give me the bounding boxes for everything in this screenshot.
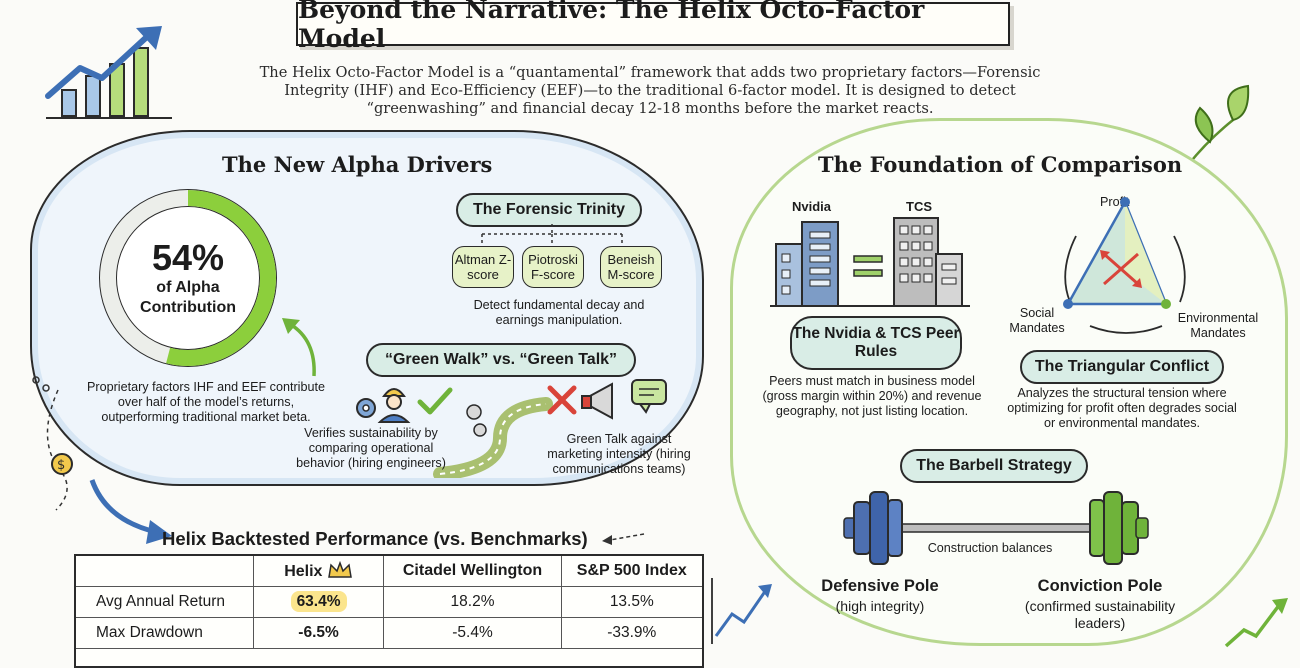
row-label: Avg Annual Return bbox=[76, 586, 254, 618]
triangular-conflict-pill: The Triangular Conflict bbox=[1020, 350, 1224, 384]
barbell-center-label: Construction balances bbox=[927, 541, 1053, 555]
performance-table: Helix Citadel Wellington S&P 500 Index A… bbox=[74, 554, 704, 668]
row-label: Max Drawdown bbox=[76, 617, 254, 649]
conviction-pole-label: Conviction Pole bbox=[1037, 577, 1163, 595]
header-cell-citadel: Citadel Wellington bbox=[383, 556, 562, 587]
alpha-donut-chart bbox=[99, 189, 277, 367]
sp500-cell: -33.9% bbox=[560, 617, 702, 649]
gear-icon bbox=[466, 404, 487, 437]
triangular-conflict-diagram bbox=[1063, 197, 1186, 334]
beneish-score: Beneish M-score bbox=[600, 246, 662, 288]
green-walk-pill: “Green Walk” vs. “Green Talk” bbox=[366, 343, 636, 377]
donut-arc bbox=[166, 190, 276, 366]
header-cell-sp500: S&P 500 Index bbox=[560, 556, 702, 587]
table-header-row: Helix Citadel Wellington S&P 500 Index bbox=[76, 556, 702, 587]
donut-label: of Alpha Contribution bbox=[140, 279, 236, 316]
forensic-trinity-pill: The Forensic Trinity bbox=[456, 193, 642, 227]
triangular-conflict-description: Analyzes the structural tension where op… bbox=[1007, 386, 1237, 430]
forensic-description: Detect fundamental decay and earnings ma… bbox=[473, 298, 645, 327]
helix-return-highlight: 63.4% bbox=[290, 591, 347, 612]
gear-icon bbox=[356, 398, 376, 418]
barbell-strategy-pill: The Barbell Strategy bbox=[900, 449, 1088, 483]
donut-center: 54% of Alpha Contribution bbox=[118, 238, 258, 318]
table-row: Max Drawdown -6.5% -5.4% -33.9% bbox=[76, 617, 702, 649]
header-cell-helix: Helix bbox=[252, 556, 384, 587]
svg-text:$: $ bbox=[57, 458, 65, 473]
donut-value: 54% bbox=[151, 237, 225, 278]
trinity-connectors bbox=[481, 224, 623, 248]
defensive-pole-label: Defensive Pole bbox=[821, 577, 939, 595]
green-talk-description: Green Talk against marketing intensity (… bbox=[547, 432, 691, 476]
dashed-path: $ bbox=[32, 376, 172, 544]
altman-score: Altman Z-score bbox=[452, 246, 514, 288]
citadel-cell: -5.4% bbox=[383, 617, 562, 649]
check-icon bbox=[417, 387, 453, 415]
trending-chart-icon bbox=[711, 578, 772, 644]
performance-title: Helix Backtested Performance (vs. Benchm… bbox=[162, 528, 588, 549]
sp500-cell: 13.5% bbox=[560, 586, 702, 618]
chat-bubble-icon bbox=[631, 379, 667, 414]
green-walk-description: Verifies sustainability by comparing ope… bbox=[296, 426, 446, 470]
helix-cell: -6.5% bbox=[252, 617, 384, 649]
tcs-label: TCS bbox=[906, 199, 932, 214]
helix-cell: 63.4% bbox=[252, 586, 384, 618]
piotroski-score: Piotroski F-score bbox=[522, 246, 584, 288]
coin-icon: $ bbox=[51, 453, 73, 475]
table-row: Avg Annual Return 63.4% 18.2% 13.5% bbox=[76, 586, 702, 618]
comparison-title: The Foundation of Comparison bbox=[818, 152, 1183, 177]
crown-icon bbox=[328, 560, 352, 578]
building-icon bbox=[770, 217, 970, 307]
trending-chart-icon bbox=[45, 26, 172, 119]
triangle-environmental-label: Environmental Mandates bbox=[1177, 311, 1259, 340]
triangle-social-label: Social Mandates bbox=[1009, 306, 1065, 335]
worker-icon bbox=[377, 388, 411, 423]
citadel-cell: 18.2% bbox=[383, 586, 562, 618]
trending-chart-icon bbox=[1224, 598, 1288, 648]
curved-arrow-icon bbox=[282, 318, 316, 377]
peer-rules-description: Peers must match in business model (gros… bbox=[762, 374, 982, 418]
alpha-drivers-title: The New Alpha Drivers bbox=[222, 152, 493, 177]
road-icon bbox=[433, 397, 553, 478]
defensive-pole-sub: (high integrity) bbox=[835, 598, 925, 614]
intro-text: The Helix Octo-Factor Model is a “quanta… bbox=[259, 64, 1041, 117]
peer-rules-pill: The Nvidia & TCS Peer Rules bbox=[790, 316, 962, 370]
page-title: Beyond the Narrative: The Helix Octo-Fac… bbox=[296, 0, 1010, 53]
dashed-arrow bbox=[602, 533, 645, 545]
conviction-pole-sub: (confirmed sustainability leaders) bbox=[1024, 598, 1176, 631]
green-walk-illustration bbox=[356, 379, 667, 478]
nvidia-label: Nvidia bbox=[792, 199, 832, 214]
helix-header-label: Helix bbox=[284, 563, 323, 580]
barbell-icon bbox=[843, 491, 1149, 565]
megaphone-icon bbox=[581, 382, 613, 420]
cross-icon bbox=[547, 385, 577, 415]
header-cell-empty bbox=[76, 556, 254, 587]
alpha-description: Proprietary factors IHF and EEF contribu… bbox=[87, 380, 325, 424]
